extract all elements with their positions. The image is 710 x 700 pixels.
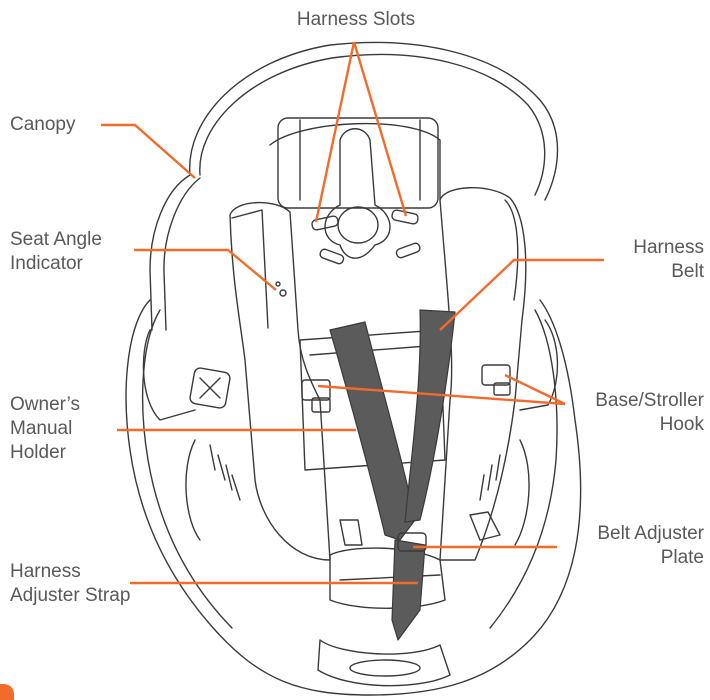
car-seat-outline xyxy=(126,42,581,695)
leader-harness-slots-right xyxy=(354,42,406,216)
label-harness-slots: Harness Slots xyxy=(268,8,444,32)
leader-seat-angle xyxy=(134,250,276,290)
label-seat-angle-indicator: Seat Angle Indicator xyxy=(10,228,102,276)
harness-strap-right xyxy=(405,310,455,522)
label-canopy: Canopy xyxy=(10,113,76,137)
label-harness-belt: Harness Belt xyxy=(633,236,704,284)
label-harness-adjuster-strap: Harness Adjuster Strap xyxy=(10,560,130,608)
leader-canopy xyxy=(101,125,195,178)
label-owners-manual-holder: Owner’s Manual Holder xyxy=(10,393,80,465)
label-belt-adjuster-plate: Belt Adjuster Plate xyxy=(597,522,704,570)
leader-harness-slots-left xyxy=(316,42,354,222)
label-base-stroller-hook: Base/Stroller Hook xyxy=(595,389,704,437)
harness-crotch-strap xyxy=(392,540,425,640)
